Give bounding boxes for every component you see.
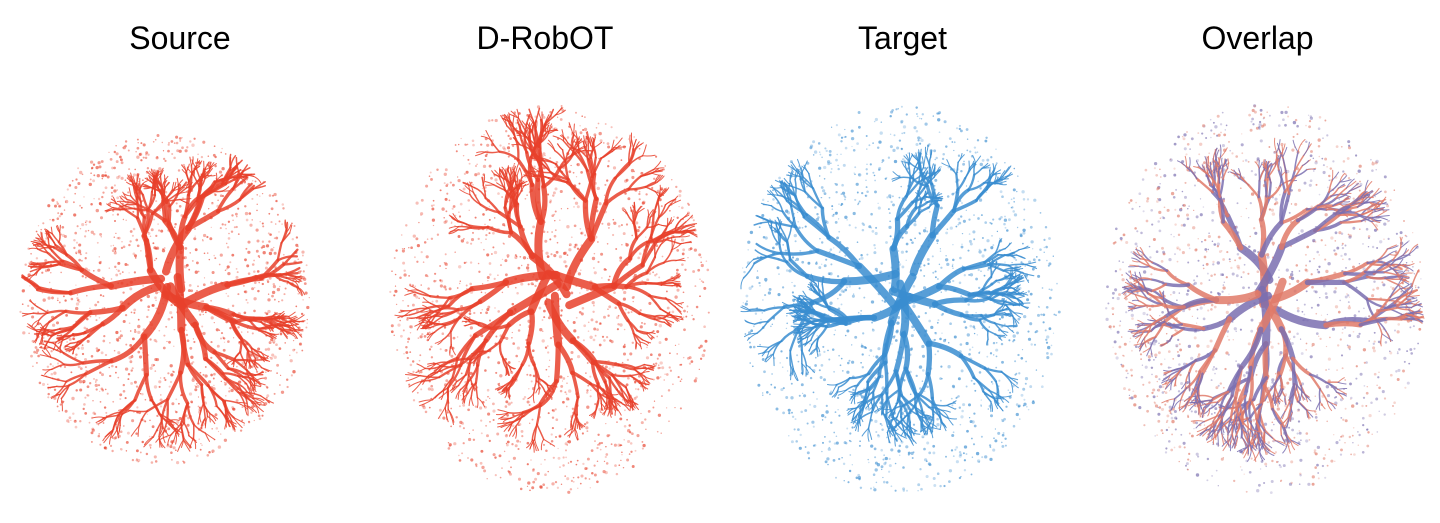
panel-title-d-robot: D-RobOT [476, 20, 614, 56]
panel-source: Source [0, 0, 360, 523]
vessel-branches [21, 153, 306, 452]
panel-d-robot: D-RobOT [360, 0, 730, 523]
panel-title-source: Source [129, 20, 231, 56]
lung-vessel-tree-overlap [1105, 104, 1425, 494]
panel-title-target: Target [858, 20, 947, 56]
panel-overlap: Overlap [1075, 0, 1440, 523]
panel-title-overlap: Overlap [1201, 20, 1314, 56]
vessel-branches [394, 107, 698, 453]
lung-vessel-tree-target [740, 105, 1061, 492]
lung-vessel-tree-d-robot [389, 105, 710, 494]
vessel-branches [1121, 137, 1425, 463]
vessel-speckle-dots [742, 105, 1061, 492]
panel-target: Target [730, 0, 1075, 523]
lung-vessel-tree-source [19, 134, 310, 465]
vessel-branches [740, 144, 1038, 447]
